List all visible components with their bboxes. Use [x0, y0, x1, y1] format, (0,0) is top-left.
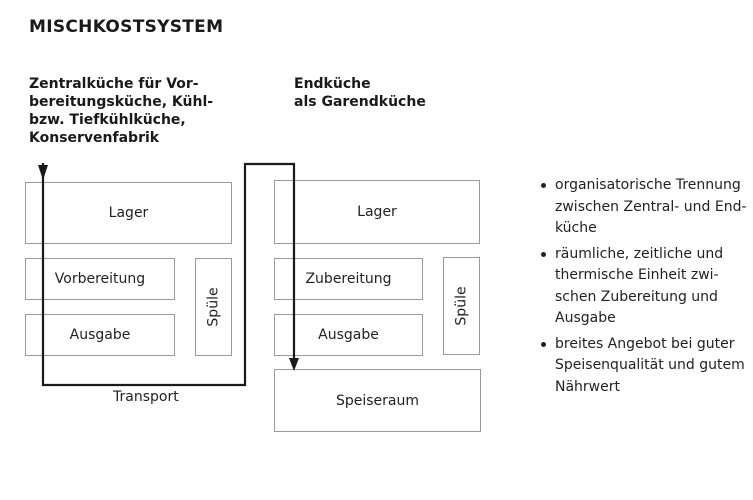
diagram-title: MISCHKOSTSYSTEM	[29, 17, 224, 37]
left-storage-box: Lager	[25, 182, 232, 244]
feature-item: breites Angebot bei guter Speisenqualitä…	[540, 334, 753, 399]
right-serving-label: Ausgabe	[318, 327, 379, 343]
feature-text: breites Angebot bei guter Speisenqualitä…	[555, 335, 745, 395]
right-serving-box: Ausgabe	[274, 314, 423, 356]
right-storage-label: Lager	[357, 204, 397, 220]
arrow-down-icon	[289, 358, 299, 371]
feature-item: räumliche, zeitliche und thermische Einh…	[540, 244, 753, 330]
feature-text: räumliche, zeitliche und thermische Einh…	[555, 245, 724, 327]
left-scullery-box: Spüle	[195, 258, 232, 356]
flow-path	[41, 162, 296, 387]
left-storage-label: Lager	[108, 205, 149, 221]
dining-room-label: Speiseraum	[335, 392, 420, 409]
bullet-icon	[541, 251, 546, 257]
left-serving-box: Ausgabe	[25, 314, 175, 356]
right-storage-box: Lager	[274, 180, 480, 244]
dining-room-box: Speiseraum	[274, 369, 481, 432]
transport-label: Transport	[113, 389, 179, 405]
feature-item: organisatorische Trennung zwischen Zentr…	[540, 175, 753, 240]
left-serving-label: Ausgabe	[69, 327, 131, 343]
cooking-box: Zubereitung	[274, 258, 423, 300]
preparation-box: Vorbereitung	[25, 258, 175, 300]
central-kitchen-heading: Zentralküche für Vor- bereitungsküche, K…	[29, 76, 214, 146]
right-scullery-box: Spüle	[443, 257, 480, 355]
cooking-label: Zubereitung	[305, 271, 392, 287]
final-kitchen-heading: Endküche als Garendküche	[294, 76, 426, 110]
arrow-down-icon	[38, 165, 48, 180]
feature-list: organisatorische Trennung zwischen Zentr…	[540, 175, 753, 402]
bullet-icon	[541, 341, 546, 347]
feature-text: organisatorische Trennung zwischen Zentr…	[555, 177, 747, 236]
preparation-label: Vorbereitung	[54, 271, 146, 287]
bullet-icon	[541, 183, 546, 188]
